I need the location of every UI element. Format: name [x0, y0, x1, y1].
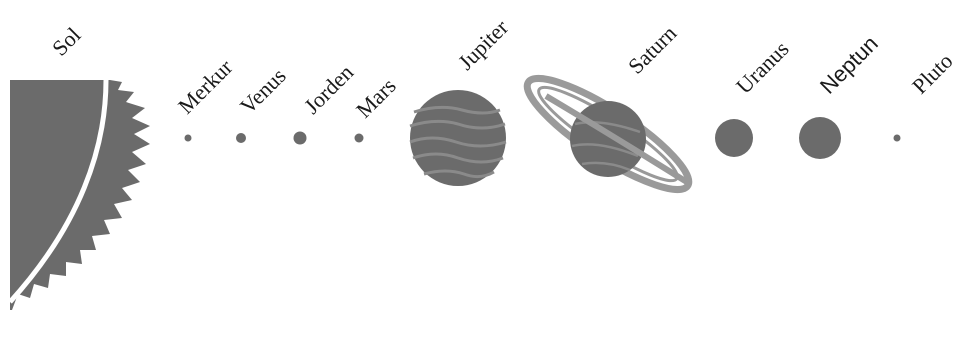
- mercury: [185, 135, 192, 142]
- uranus: [715, 119, 753, 157]
- jupiter: [410, 90, 506, 186]
- saturn: [515, 62, 700, 206]
- neptune: [799, 117, 841, 159]
- earth: [294, 132, 307, 145]
- venus: [236, 133, 246, 143]
- mars: [355, 134, 364, 143]
- pluto: [894, 135, 901, 142]
- sun: [10, 80, 150, 310]
